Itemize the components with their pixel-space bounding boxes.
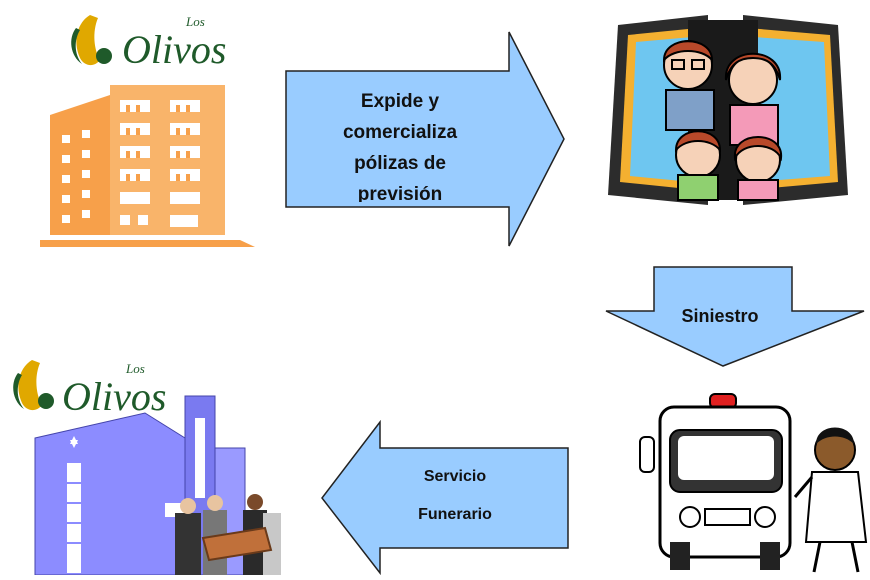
logo-word: Olivos xyxy=(122,27,227,72)
logo-word-2: Olivos xyxy=(62,374,167,419)
arrow-right-shape xyxy=(285,31,565,247)
expide-label: Expide y comercializa pólizas de previsi… xyxy=(300,86,500,202)
insurance-building xyxy=(40,75,260,250)
olive-logo-icon-2 xyxy=(13,360,54,411)
servicio-line-1: Servicio xyxy=(423,468,487,485)
siniestro-label: Siniestro xyxy=(681,306,759,326)
logo-bottom: Los Olivos xyxy=(2,355,202,420)
logo-small-text-2: Los xyxy=(126,361,145,376)
arrow-down-shape xyxy=(605,266,865,367)
expide-line-2: comercializa xyxy=(342,122,458,143)
expide-line-4: previsión xyxy=(357,184,443,202)
expide-line-1: Expide y xyxy=(360,91,440,112)
logo-small-text: Los xyxy=(186,14,205,29)
servicio-line-2: Funerario xyxy=(418,506,492,523)
funeral-church xyxy=(25,388,285,576)
servicio-label: Servicio Funerario xyxy=(380,458,530,534)
logo-top: Los Olivos xyxy=(60,10,260,75)
family-icon xyxy=(608,15,848,205)
church-icon xyxy=(34,395,281,576)
olive-logo-icon xyxy=(71,15,112,66)
expide-line-3: pólizas de xyxy=(354,153,446,174)
family-window xyxy=(598,10,853,210)
ambulance-scene xyxy=(630,392,870,575)
building-icon xyxy=(40,85,255,247)
arrow-left-shape xyxy=(321,420,569,575)
ambulance-icon xyxy=(639,393,868,573)
